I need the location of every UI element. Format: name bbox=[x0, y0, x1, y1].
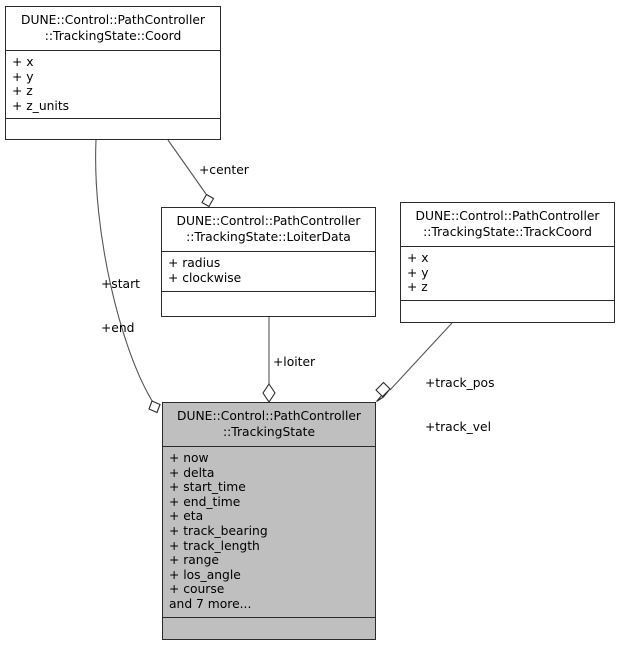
attribute-row: + z bbox=[12, 84, 33, 99]
edge-label-loiter: +loiter bbox=[273, 355, 316, 369]
attribute-row: + range bbox=[169, 553, 219, 568]
class-box-loiterdata[interactable]: DUNE::Control::PathController ::Tracking… bbox=[161, 207, 376, 317]
edge-label-line: +start bbox=[101, 277, 140, 292]
attribute-row: + x bbox=[407, 251, 429, 265]
class-operations-loiterdata bbox=[162, 292, 375, 316]
attribute-row: + radius bbox=[168, 256, 221, 270]
class-attributes-coord: + x + y + z + z_units bbox=[6, 51, 220, 120]
attribute-row: + track_bearing bbox=[169, 523, 268, 538]
edge-label-line: +track_pos bbox=[425, 376, 495, 391]
edge-label-line: +end bbox=[101, 320, 135, 335]
edge-label-start-end: +start +end bbox=[101, 248, 140, 365]
class-title-trackcoord: DUNE::Control::PathController ::Tracking… bbox=[401, 203, 614, 247]
edge-label-track-pos-vel: +track_pos +track_vel bbox=[425, 347, 494, 464]
class-attributes-trackingstate: + now + delta + start_time + end_time + … bbox=[163, 447, 375, 618]
class-operations-trackingstate bbox=[163, 618, 375, 639]
class-box-trackcoord[interactable]: DUNE::Control::PathController ::Tracking… bbox=[400, 202, 615, 323]
attribute-row: + delta bbox=[169, 465, 215, 480]
edge-label-line: +track_vel bbox=[425, 419, 492, 434]
attribute-row: + now bbox=[169, 451, 209, 465]
class-title-trackingstate: DUNE::Control::PathController ::Tracking… bbox=[163, 403, 375, 447]
attribute-row: + z_units bbox=[12, 98, 70, 113]
edge-label-center: +center bbox=[199, 163, 249, 177]
attribute-row: + clockwise bbox=[168, 270, 242, 285]
class-box-coord[interactable]: DUNE::Control::PathController ::Tracking… bbox=[5, 6, 221, 140]
attribute-row: + y bbox=[12, 69, 34, 84]
class-attributes-trackcoord: + x + y + z bbox=[401, 247, 614, 301]
class-title-loiterdata: DUNE::Control::PathController ::Tracking… bbox=[162, 208, 375, 252]
class-attributes-loiterdata: + radius + clockwise bbox=[162, 252, 375, 292]
attribute-row: + end_time bbox=[169, 494, 241, 509]
class-title-coord: DUNE::Control::PathController ::Tracking… bbox=[6, 7, 220, 51]
class-operations-trackcoord bbox=[401, 301, 614, 322]
attribute-row: + eta bbox=[169, 509, 204, 524]
attribute-row: + y bbox=[407, 265, 429, 280]
class-operations-coord bbox=[6, 119, 220, 139]
attribute-row: + z bbox=[407, 280, 428, 295]
attribute-row: + los_angle bbox=[169, 567, 241, 582]
class-box-trackingstate[interactable]: DUNE::Control::PathController ::Tracking… bbox=[162, 402, 376, 640]
attribute-row: + x bbox=[12, 55, 34, 69]
attribute-row-more: and 7 more... bbox=[169, 596, 252, 611]
attribute-row: + course bbox=[169, 582, 225, 597]
attribute-row: + track_length bbox=[169, 538, 260, 553]
attribute-row: + start_time bbox=[169, 480, 246, 495]
